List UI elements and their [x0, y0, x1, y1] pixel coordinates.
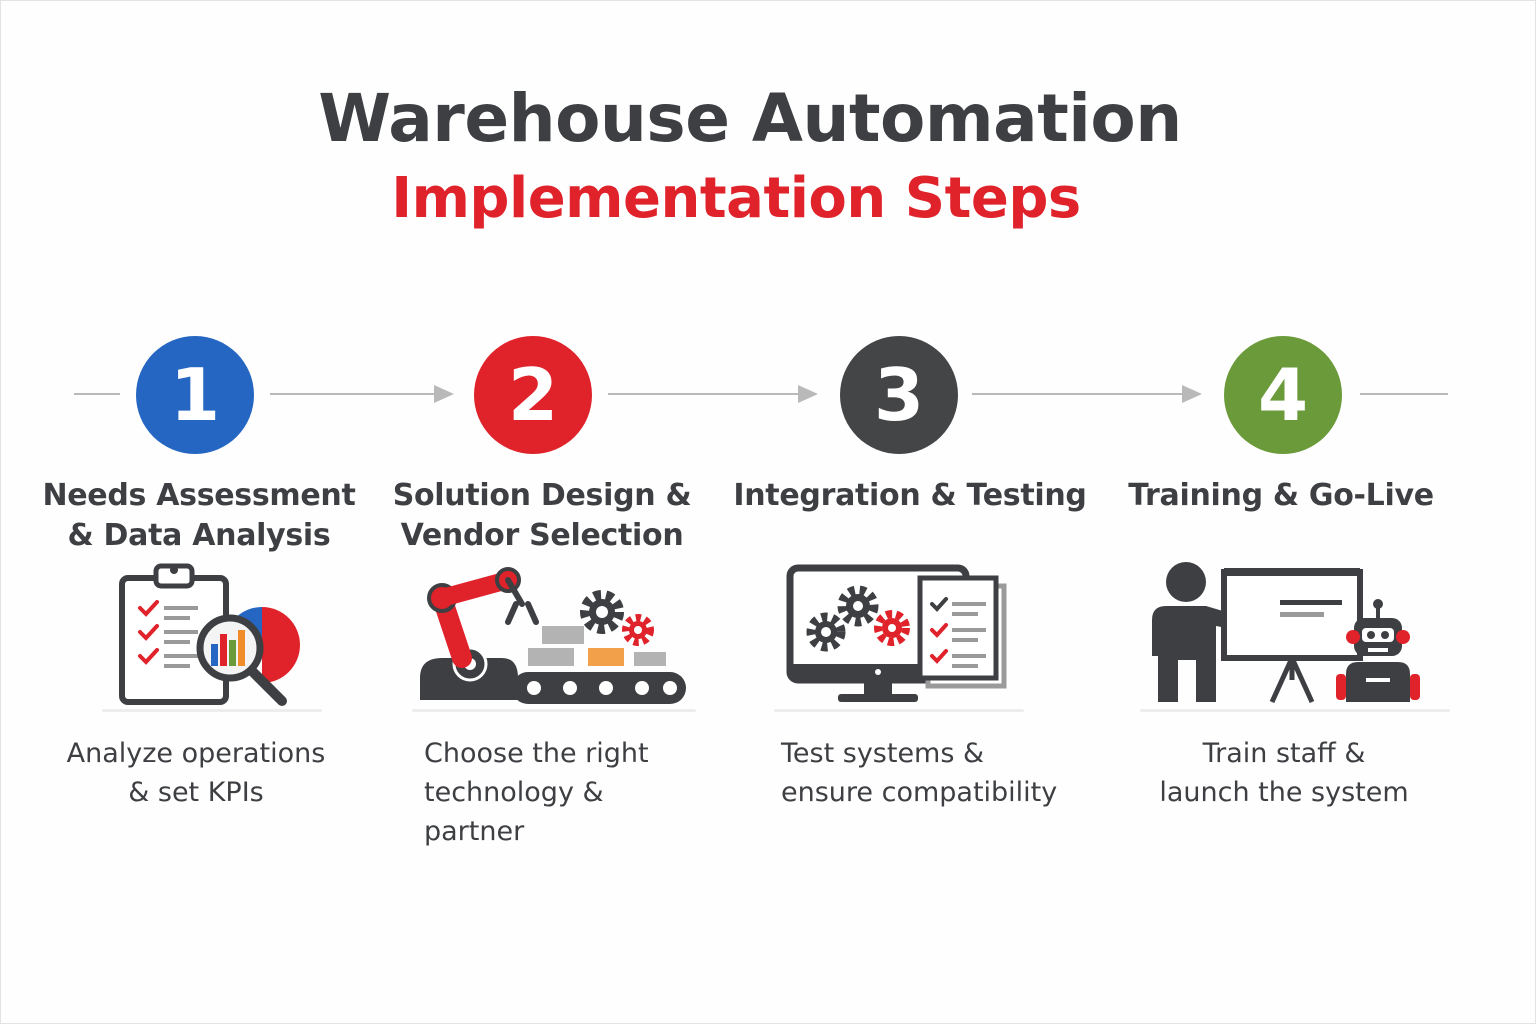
arrow-right-icon: [434, 385, 454, 403]
timeline-connector-1-2: [270, 393, 436, 395]
step-timeline: 1 2 3 4: [0, 330, 1536, 460]
arrow-right-icon: [1182, 385, 1202, 403]
step-3-title: Integration & Testing: [733, 478, 1087, 513]
step-1-title: Needs Assessment & Data Analysis: [42, 478, 356, 553]
step-1-description: Analyze operations & set KPIs: [66, 738, 326, 808]
step-4-description: Train staff & launch the system: [1159, 738, 1409, 808]
arrow-right-icon: [798, 385, 818, 403]
robotic-arm-conveyor-icon: [420, 567, 686, 704]
timeline-connector-2-3: [608, 393, 800, 395]
step-4-number-badge: 4: [1224, 336, 1342, 454]
step-4-divider: [1140, 709, 1450, 712]
step-4-title: Training & Go-Live: [1128, 478, 1434, 513]
page-title: Warehouse Automation: [318, 80, 1182, 157]
step-2-number-badge: 2: [474, 336, 592, 454]
monitor-gears-checklist-icon: [786, 564, 1007, 702]
step-2-description: Choose the right technology & partner: [424, 738, 649, 847]
step-2-title: Solution Design & Vendor Selection: [392, 478, 692, 553]
step-3-divider: [774, 709, 1024, 712]
timeline-connector-3-4: [972, 393, 1184, 395]
presenter-robot-icon: [1152, 562, 1420, 704]
page-subtitle: Implementation Steps: [391, 166, 1081, 231]
step-2-divider: [412, 709, 696, 712]
timeline-line-end: [1360, 393, 1448, 395]
step-3-number-badge: 3: [840, 336, 958, 454]
step-3-description: Test systems & ensure compatibility: [781, 738, 1058, 808]
step-1-number-badge: 1: [136, 336, 254, 454]
step-1-divider: [102, 709, 322, 712]
timeline-line-start: [74, 393, 120, 395]
clipboard-magnifier-chart-icon: [119, 563, 300, 706]
